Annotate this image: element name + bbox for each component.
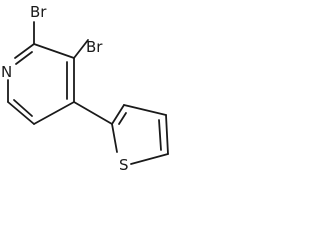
- bond-n1-c2-inner: [15, 51, 33, 65]
- bond-c4-thiophene: [73, 101, 113, 125]
- bond-c5-c6-inner: [13, 99, 33, 117]
- bond-t2-s: [111, 123, 118, 153]
- bond-t4-t3: [123, 104, 167, 116]
- bond-s-t5: [130, 153, 169, 165]
- atom-label-br2: Br: [30, 3, 47, 21]
- bond-t3-t2: [111, 104, 125, 125]
- chemical-structure: N Br Br S: [1, 3, 169, 174]
- bond-n1-c2: [14, 43, 35, 59]
- bond-t5-t4-inner: [158, 119, 162, 151]
- atom-label-n1: N: [1, 63, 12, 81]
- pyridine-ring: [7, 43, 75, 125]
- atom-label-s1: S: [119, 156, 129, 174]
- bond-c4-c5: [33, 101, 75, 125]
- bond-t5-t4: [165, 114, 169, 155]
- bond-c3-br: [73, 39, 89, 59]
- bond-c2-c3: [33, 43, 75, 59]
- bond-t3-t2-inner: [118, 112, 127, 125]
- thiophene-ring: [111, 104, 169, 165]
- bond-c5-c6: [7, 101, 35, 125]
- atom-label-br3: Br: [86, 38, 103, 56]
